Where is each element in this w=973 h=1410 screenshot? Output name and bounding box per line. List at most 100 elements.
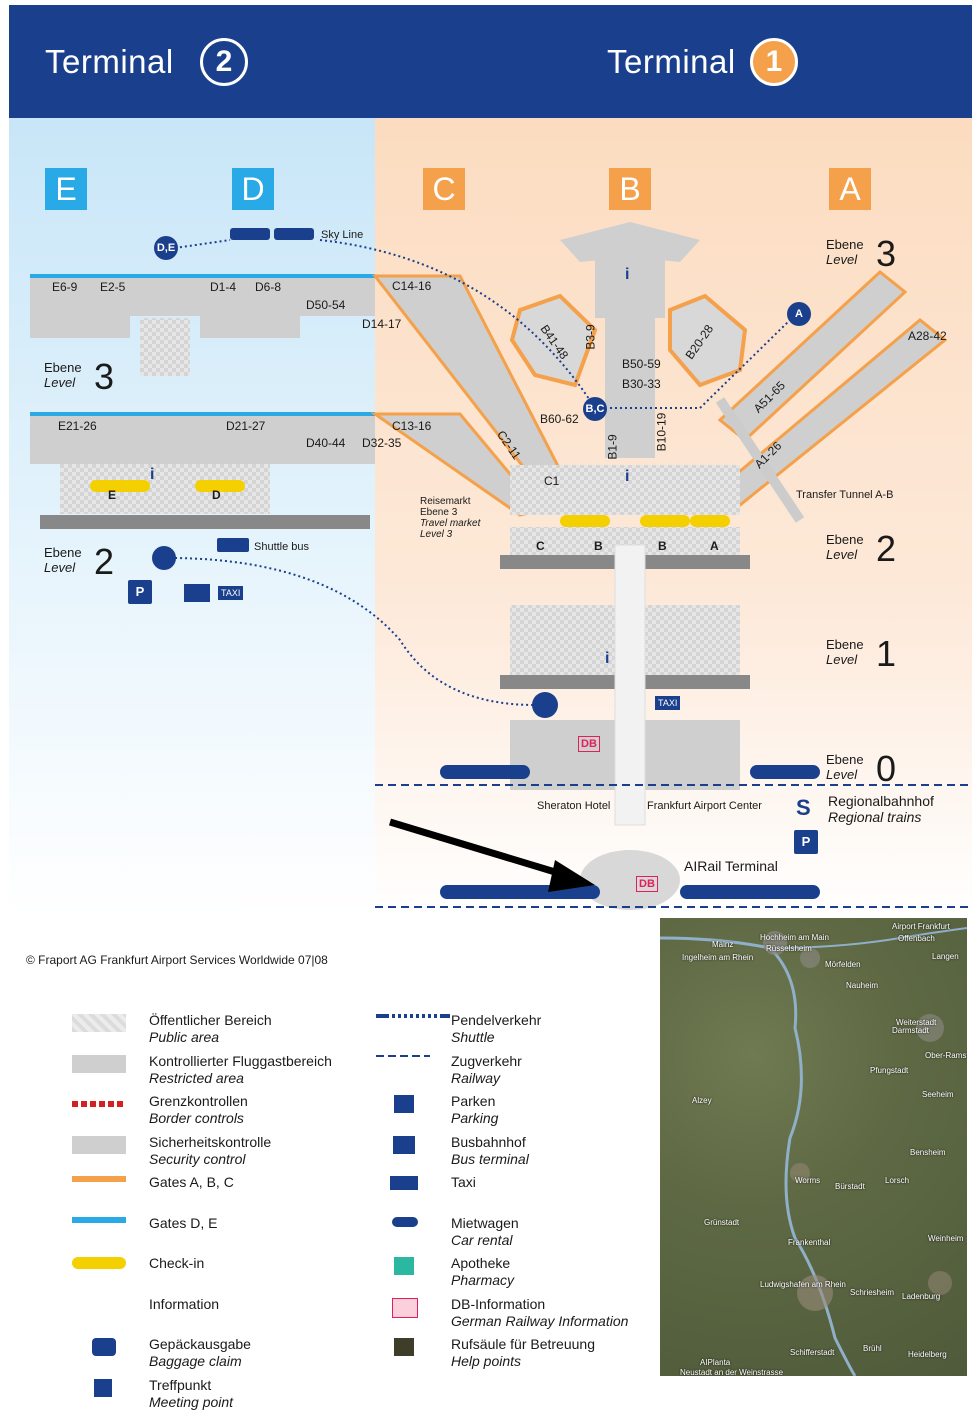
place-label: Bensheim [910, 1148, 946, 1157]
t2-checkin-d [195, 480, 245, 492]
train-regional-right [750, 765, 820, 779]
legend-label: Busbahnhof [451, 1133, 526, 1150]
place-label: Weinheim [928, 1234, 964, 1243]
gate-label: B30-33 [622, 377, 661, 391]
gates-abc-legend-icon [72, 1176, 126, 1182]
bus-terminal-icon [184, 584, 210, 602]
gate-label: C14-16 [392, 279, 432, 293]
regional-en-label: Regional trains [828, 809, 922, 825]
place-label: Lorsch [885, 1176, 910, 1185]
legend-label: DB-Information [451, 1295, 546, 1312]
shuttle-stop-bc: B,C [583, 397, 607, 421]
legend-label: Zugverkehr [451, 1052, 522, 1069]
legend-label-en: German Railway Information [451, 1312, 629, 1329]
place-label: Ingelheim am Rhein [682, 953, 754, 962]
satellite-terrain [660, 927, 967, 1376]
shuttle-legend-icon [376, 1014, 450, 1018]
bus-icon [217, 538, 249, 552]
taxi-icon: TAXI [655, 696, 681, 710]
place-label: Ludwigshafen am Rhein [760, 1280, 846, 1289]
taxi-icon: TAXI [218, 586, 244, 600]
shuttle-bus-stop [152, 546, 176, 570]
gate-label: E21-26 [58, 419, 97, 433]
place-label: Grünstadt [704, 1218, 740, 1227]
legend-label-en: Bus terminal [451, 1150, 529, 1167]
legend-label-en: Public area [149, 1029, 220, 1045]
meeting-legend-icon [94, 1378, 112, 1397]
skyline-car-2 [274, 228, 314, 240]
legend-label: Check-in [149, 1255, 205, 1271]
legend-label: Gates A, B, C [149, 1174, 234, 1190]
terminal-2-title: Terminal [45, 43, 174, 80]
parking-icon: P [128, 580, 152, 604]
train-long-right [680, 885, 820, 899]
gate-label: B1-9 [605, 434, 620, 460]
place-label: Mörfelden [825, 960, 861, 969]
copyright: © Fraport AG Frankfurt Airport Services … [26, 953, 328, 967]
terminal-1-title: Terminal [607, 43, 736, 80]
info-icon: i [625, 468, 630, 485]
t1-level2-hall [510, 465, 740, 515]
bus-legend-icon [393, 1135, 415, 1154]
place-label: Nauheim [846, 981, 879, 990]
legend-label: Rufsäule für Betreuung [451, 1336, 595, 1352]
place-label: Rüsselsheim [766, 944, 812, 953]
parking-legend-icon [394, 1095, 414, 1113]
shuttle-stop-de: D,E [154, 236, 178, 260]
railway-legend-icon [376, 1054, 430, 1057]
gate-label: B10-19 [654, 412, 669, 452]
info-legend-icon [72, 1298, 126, 1316]
legend-label: Grenzkontrollen [149, 1093, 248, 1109]
airail-terminal-building [580, 850, 680, 910]
skyline-route [319, 239, 596, 409]
legend-label: Apotheke [451, 1255, 511, 1271]
db-info-icon: DB [636, 876, 658, 892]
airail-walkway [614, 544, 646, 826]
restricted-legend-icon [72, 1054, 126, 1073]
place-label: Brühl [863, 1344, 882, 1353]
gates-de-legend-icon [72, 1216, 126, 1223]
legend-label: Sicherheitskontrolle [149, 1133, 272, 1150]
info-icon: i [150, 466, 155, 483]
gate-label: B60-62 [540, 412, 579, 426]
legend-label: Parken [451, 1093, 496, 1109]
checkin-letter: D [212, 488, 221, 502]
place-label: Seeheim [922, 1090, 954, 1099]
legend-label-en: Parking [451, 1110, 499, 1126]
legend-label-en: Restricted area [149, 1069, 244, 1086]
travel-market-label: Reisemarkt Ebene 3 Travel market Level 3 [420, 496, 481, 540]
arrow-head [548, 860, 595, 892]
skyline-car-1 [230, 228, 270, 240]
place-label: Airport Frankfurt [892, 922, 950, 931]
legend-label-en: Baggage claim [149, 1353, 242, 1369]
legend-label: Treffpunkt [149, 1376, 212, 1393]
pier-letter-c: C [423, 168, 465, 210]
legend-label-en: Border controls [149, 1110, 244, 1126]
main-river [769, 927, 967, 949]
place-label: Bürstadt [835, 1182, 865, 1191]
gate-label: D1-4 [210, 280, 237, 294]
place-label: Langen [932, 952, 959, 961]
gate-label: D40-44 [306, 436, 346, 450]
gate-label: A28-42 [908, 329, 947, 343]
baggage-legend-icon [92, 1338, 116, 1356]
terminal-1-badge: 1 [750, 38, 798, 86]
checkin-letter: A [710, 539, 719, 553]
place-label: Neustadt an der Weinstrasse [680, 1368, 784, 1376]
legend-label: Taxi [451, 1174, 476, 1190]
place-label: Weiterstadt [896, 1018, 937, 1027]
satellite-map: Airport Frankfurt Offenbach Hochheim am … [660, 918, 967, 1376]
place-label: Worms [795, 1176, 821, 1185]
airail-label: AIRail Terminal [684, 858, 778, 874]
arrow-shaft [388, 818, 567, 879]
terminal-map-graphic [30, 222, 972, 910]
info-icon: i [625, 266, 630, 283]
legend-label: Gepäckausgabe [149, 1336, 251, 1352]
place-label: Heidelberg [908, 1350, 947, 1359]
pier-letter-a: A [829, 168, 871, 210]
legend-label-en: Help points [451, 1353, 522, 1369]
